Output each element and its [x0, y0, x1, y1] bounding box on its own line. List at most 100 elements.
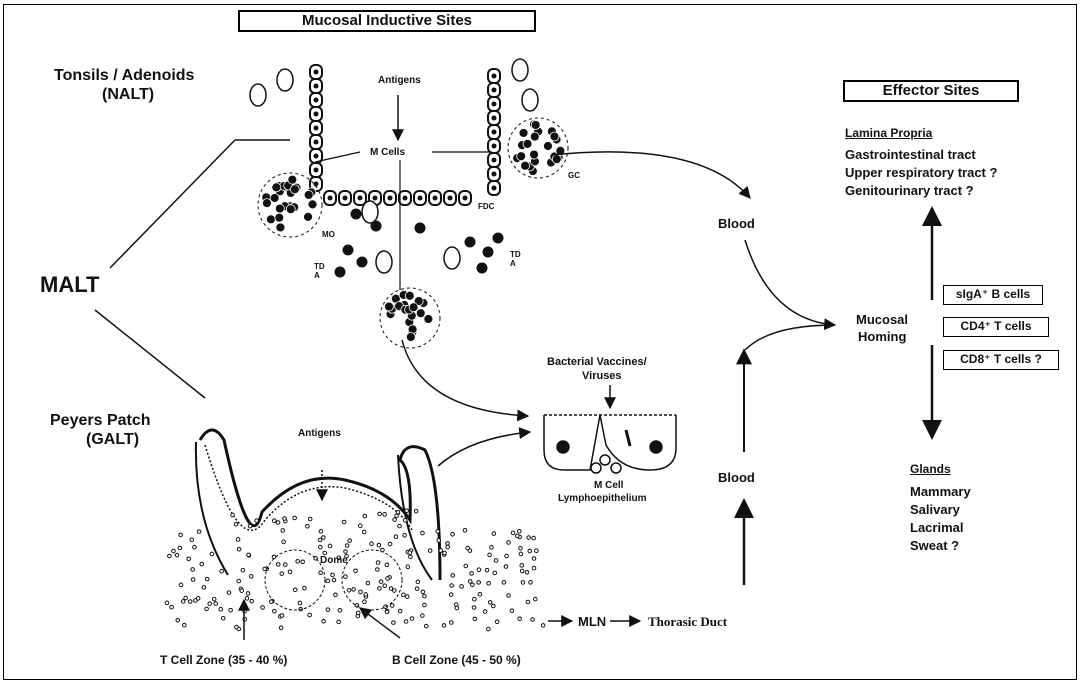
galt-cell: [488, 553, 492, 557]
galt-cell: [404, 620, 408, 624]
nalt-label: (NALT): [102, 86, 154, 104]
galt-cell: [191, 578, 195, 582]
galt-cell: [378, 587, 382, 591]
galt-cell: [178, 546, 182, 550]
galt-cell: [504, 565, 508, 569]
galt-cell: [229, 608, 233, 612]
galt-cell: [505, 554, 509, 558]
cell-nucleus: [314, 154, 319, 159]
galt-cell: [250, 599, 254, 603]
galt-cell: [437, 539, 441, 543]
galt-cell: [188, 600, 192, 604]
galt-cell: [386, 577, 390, 581]
galt-cell: [526, 600, 530, 604]
malt-line-upper-diag: [110, 140, 235, 268]
cell-nucleus: [492, 186, 497, 191]
b-cell-zone: [342, 550, 402, 610]
cell-nucleus: [492, 74, 497, 79]
galt-cell: [414, 509, 418, 513]
galt-cell: [463, 528, 467, 532]
blood-top-to-homing: [745, 240, 835, 325]
b-cell-zone-label: B Cell Zone (45 - 50 %): [392, 653, 521, 667]
cell-nucleus: [314, 140, 319, 145]
galt-cell: [248, 524, 252, 528]
galt-cell: [212, 597, 216, 601]
galt-cell: [519, 552, 523, 556]
galt-cell: [511, 531, 515, 535]
galt-cell: [520, 569, 524, 573]
galt-antigens-label: Antigens: [298, 428, 341, 439]
galt-cell: [205, 577, 209, 581]
galt-cell: [172, 549, 176, 553]
galt-cell: [179, 583, 183, 587]
galt-cell: [385, 563, 389, 567]
galt-cell: [394, 535, 398, 539]
galt-cell: [281, 529, 285, 533]
cell-nucleus: [358, 196, 363, 201]
mln-label: MLN: [578, 614, 606, 629]
galt-cell: [424, 624, 428, 628]
galt-cell: [208, 602, 212, 606]
galt-cell: [446, 545, 450, 549]
galt-cell: [293, 516, 297, 520]
galt-cell: [423, 594, 427, 598]
galt-cell: [405, 595, 409, 599]
galt-cell: [318, 545, 322, 549]
galt-cell: [533, 597, 537, 601]
tda-left-label: TD A: [314, 262, 328, 280]
lamina-item: Genitourinary tract ?: [845, 183, 974, 198]
galt-cell: [255, 519, 259, 523]
galt-cell: [247, 553, 251, 557]
galt-cell: [235, 625, 239, 629]
viruses-label: Viruses: [582, 370, 622, 382]
galt-cell: [393, 518, 397, 522]
blood-bottom-label: Blood: [718, 470, 755, 485]
galt-cell: [345, 544, 349, 548]
galt-cell: [348, 539, 352, 543]
nalt-to-blood-arrow: [552, 152, 750, 198]
galt-cell: [326, 608, 330, 612]
galt-cell: [250, 575, 254, 579]
galt-cell: [408, 551, 412, 555]
macrophage: [250, 84, 266, 106]
cd4-t-cells-box: CD4⁺ T cells: [943, 317, 1049, 337]
galt-cell: [241, 568, 245, 572]
galt-cell: [376, 561, 380, 565]
malt-line-lower-diag: [95, 310, 205, 398]
galt-cell: [495, 620, 499, 624]
galt-cell: [236, 538, 240, 542]
blood-bottom-to-homing: [745, 325, 835, 350]
galt-cell: [231, 513, 235, 517]
galt-cell: [352, 588, 356, 592]
galt-cell: [165, 601, 169, 605]
galt-cell: [184, 596, 188, 600]
galt-cell: [246, 592, 250, 596]
galt-cell: [485, 568, 489, 572]
peyers-patch-dome: [165, 430, 545, 631]
galt-cell: [196, 597, 200, 601]
lymphocyte: [483, 247, 494, 258]
galt-cell: [296, 560, 300, 564]
galt-cell: [272, 519, 276, 523]
cell-nucleus: [314, 84, 319, 89]
galt-cell: [398, 609, 402, 613]
galt-cell: [398, 524, 402, 528]
macrophage: [376, 251, 392, 273]
galt-cell: [388, 542, 392, 546]
siga-b-cells-box: sIgA⁺ B cells: [943, 285, 1043, 305]
galt-cell: [298, 601, 302, 605]
galt-cell: [263, 567, 267, 571]
dome-label: Dome: [320, 555, 348, 566]
galt-cell: [366, 581, 370, 585]
galt-cell: [332, 578, 336, 582]
cell-nucleus: [448, 196, 453, 201]
galt-cell: [507, 594, 511, 598]
galt-cell: [319, 530, 323, 534]
galt-cell: [193, 545, 197, 549]
galt-cell: [293, 588, 297, 592]
galt-cell: [473, 617, 477, 621]
galt-cell: [179, 533, 183, 537]
peyers-patch-label: Peyers Patch: [50, 412, 151, 430]
tda-right-label: TD A: [510, 250, 524, 268]
